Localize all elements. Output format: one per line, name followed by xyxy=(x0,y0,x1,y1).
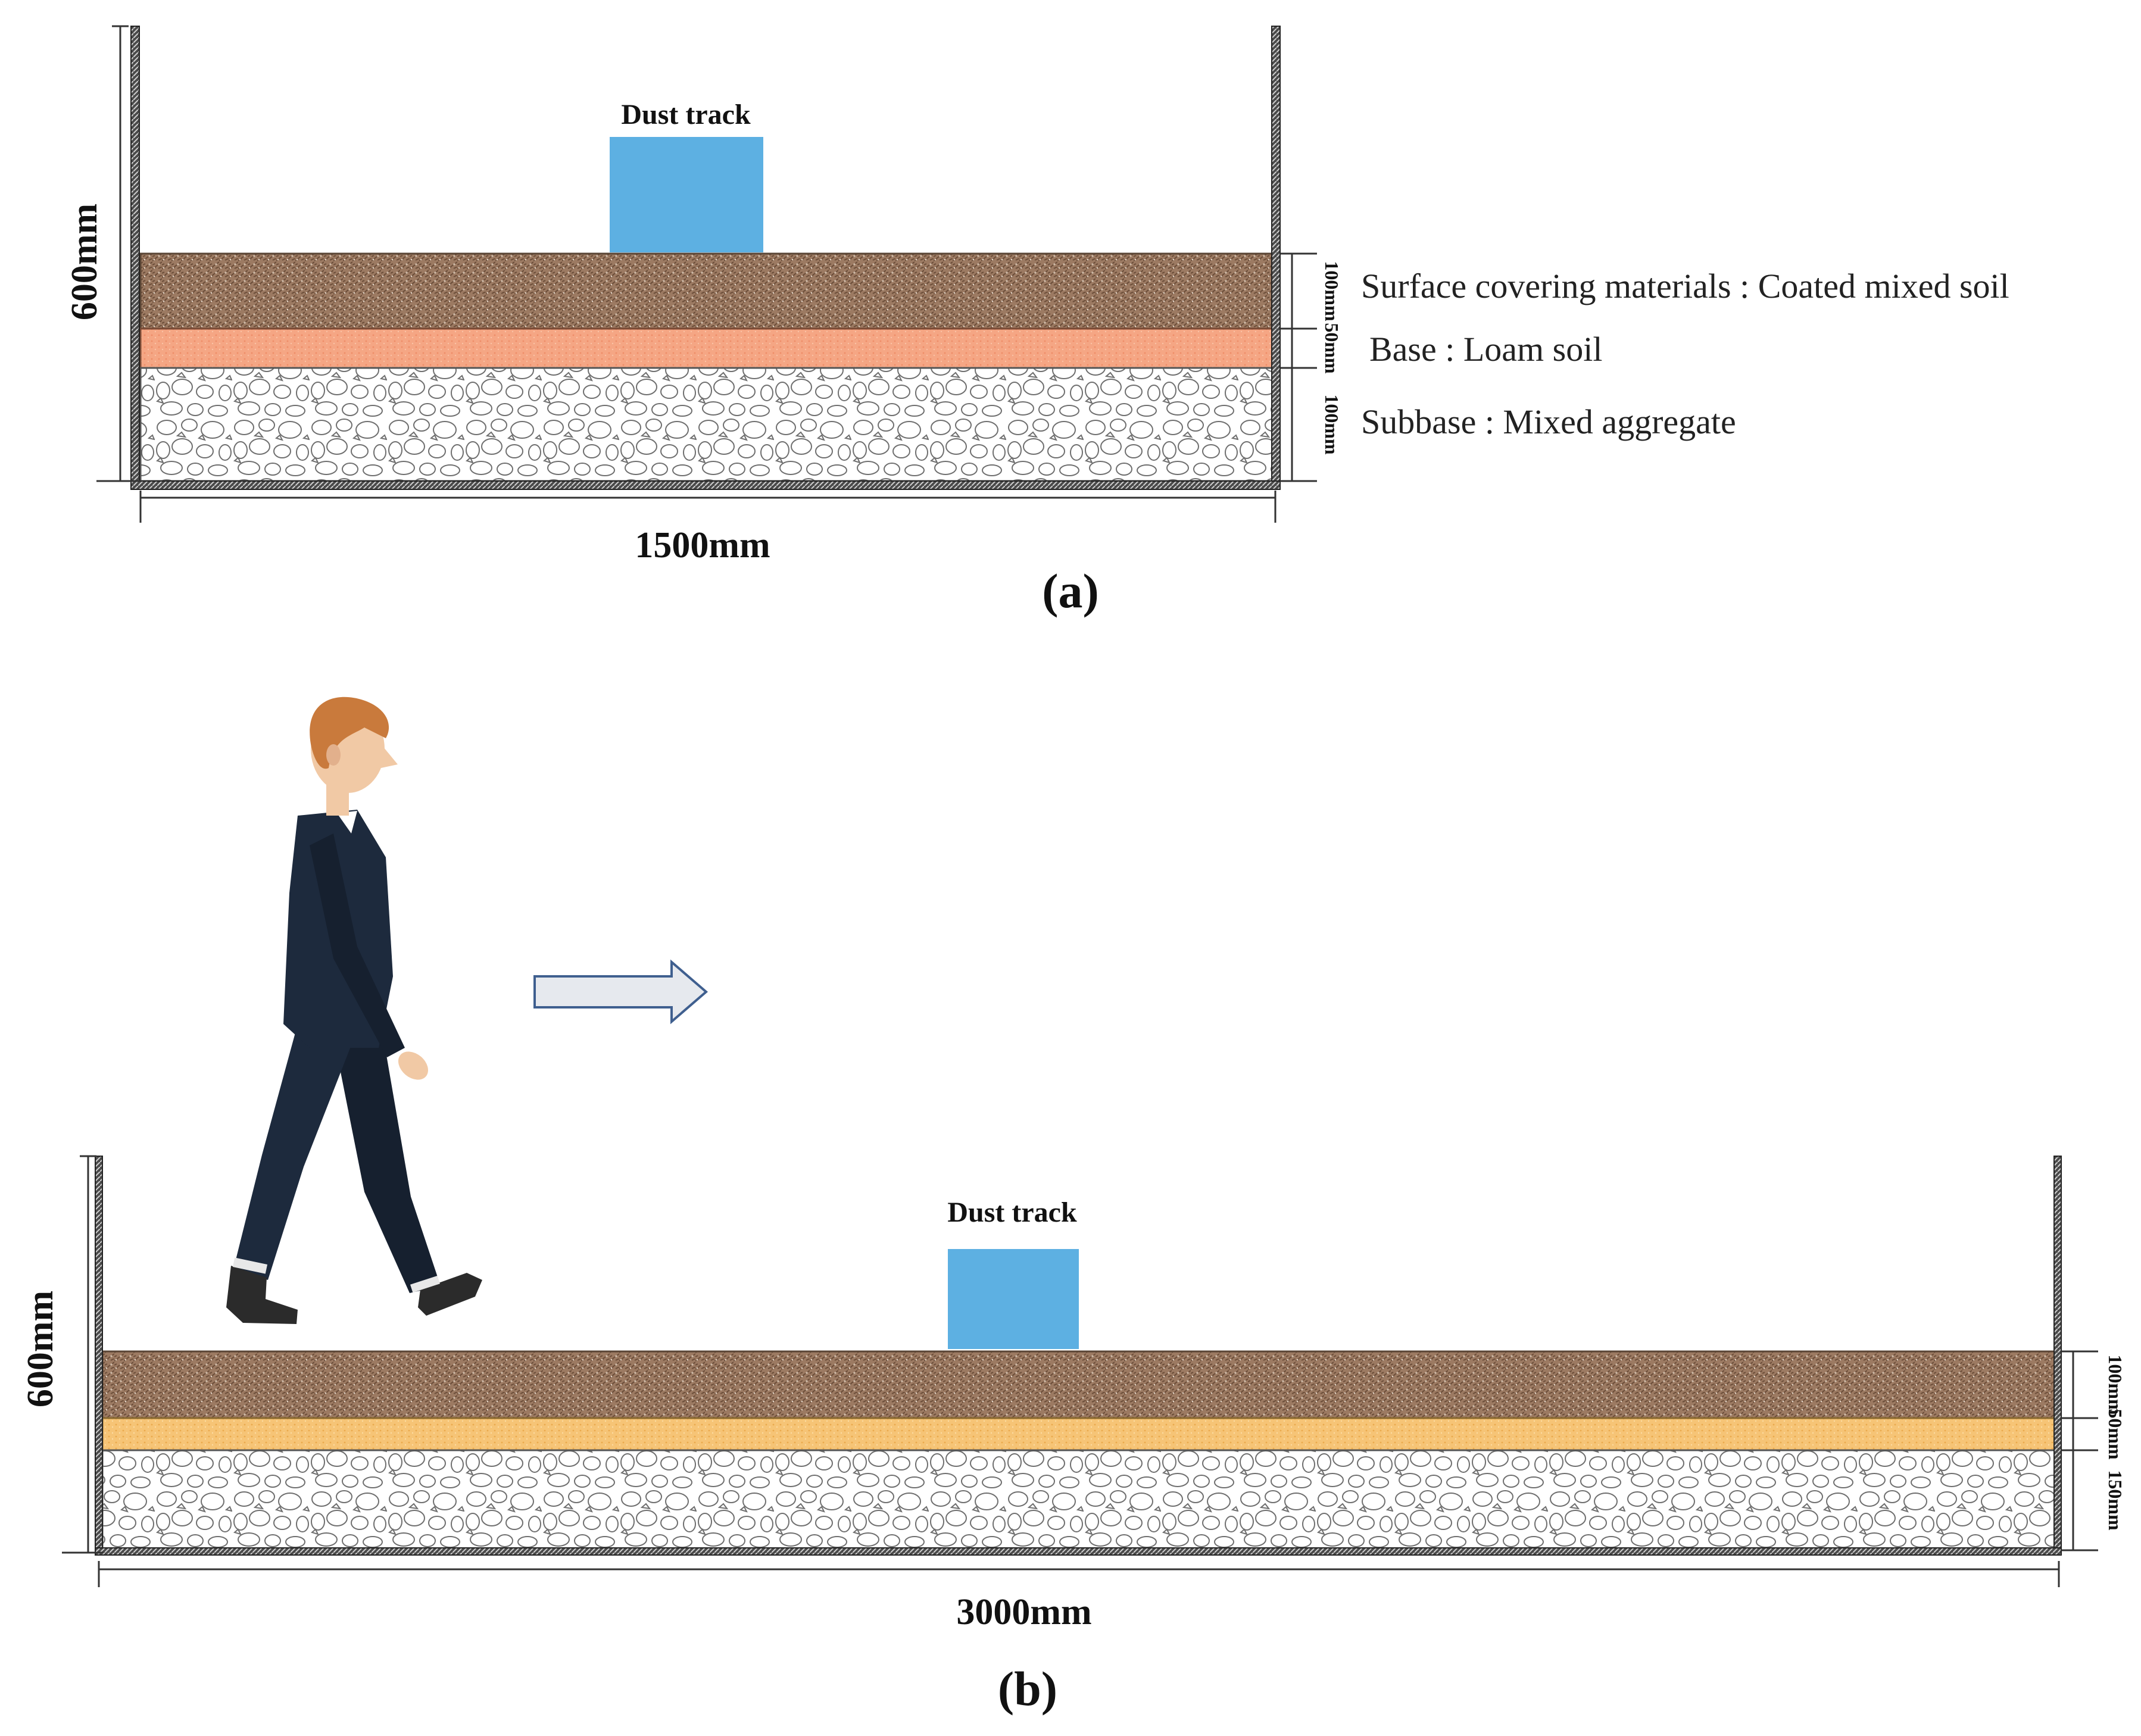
panel-a-floor xyxy=(130,480,1281,490)
panel-a-dust-track-box xyxy=(610,137,763,252)
arrow-right-icon xyxy=(533,959,709,1025)
panel-b-caption: (b) xyxy=(998,1662,1057,1716)
panel-a-height-dimension xyxy=(96,25,142,482)
panel-b-thickness-2: 50mm xyxy=(2105,1409,2126,1460)
panel-b-dust-track-box xyxy=(948,1249,1079,1349)
panel-b-width-dimension xyxy=(98,1561,2060,1587)
panel-a-base-description: Base : Loam soil xyxy=(1369,330,1602,369)
panel-a-surface-layer xyxy=(139,252,1275,330)
panel-a-subbase-layer xyxy=(139,367,1275,482)
walking-person-icon xyxy=(226,697,482,1324)
panel-a-thickness-2: 50mm xyxy=(1321,323,1343,374)
panel-b-height-label: 600mm xyxy=(20,1291,61,1407)
panel-b-height-dimension xyxy=(62,1155,104,1554)
panel-b-right-wall xyxy=(2053,1156,2062,1554)
panel-a-left-wall xyxy=(130,26,140,486)
panel-a-right-wall xyxy=(1271,26,1281,486)
panel-b-left-wall xyxy=(95,1156,103,1554)
panel-a-height-label: 600mm xyxy=(64,204,105,320)
panel-a: Dust track 600mm 1500mm 100mm 50mm 100mm… xyxy=(64,25,2009,618)
panel-a-width-label: 1500mm xyxy=(635,525,770,566)
panel-a-width-dimension xyxy=(139,491,1277,523)
panel-b-base-layer xyxy=(101,1417,2056,1451)
panel-b-thickness-1: 100mm xyxy=(2105,1354,2126,1415)
panel-a-dust-track-label: Dust track xyxy=(621,99,751,130)
panel-a-caption: (a) xyxy=(1042,564,1099,618)
panel-b-subbase-layer xyxy=(101,1449,2056,1551)
panel-a-thickness-3: 100mm xyxy=(1321,394,1343,455)
panel-a-thickness-1: 100mm xyxy=(1321,261,1343,321)
panel-b-floor xyxy=(95,1547,2062,1556)
panel-b-dust-track-label: Dust track xyxy=(947,1197,1077,1228)
panel-b-thickness-3: 150mm xyxy=(2105,1470,2126,1531)
panel-b-width-label: 3000mm xyxy=(956,1592,1091,1632)
panel-b-thickness-dimension xyxy=(2061,1350,2098,1551)
panel-a-surface-description: Surface covering materials : Coated mixe… xyxy=(1361,267,2009,305)
panel-a-thickness-dimension xyxy=(1280,252,1317,482)
panel-b: Dust track 600mm 3000mm 100mm 50mm 150mm xyxy=(20,697,2126,1716)
panel-a-subbase-description: Subbase : Mixed aggregate xyxy=(1361,402,1736,441)
panel-b-surface-layer xyxy=(101,1350,2056,1419)
panel-a-base-layer xyxy=(139,327,1275,369)
